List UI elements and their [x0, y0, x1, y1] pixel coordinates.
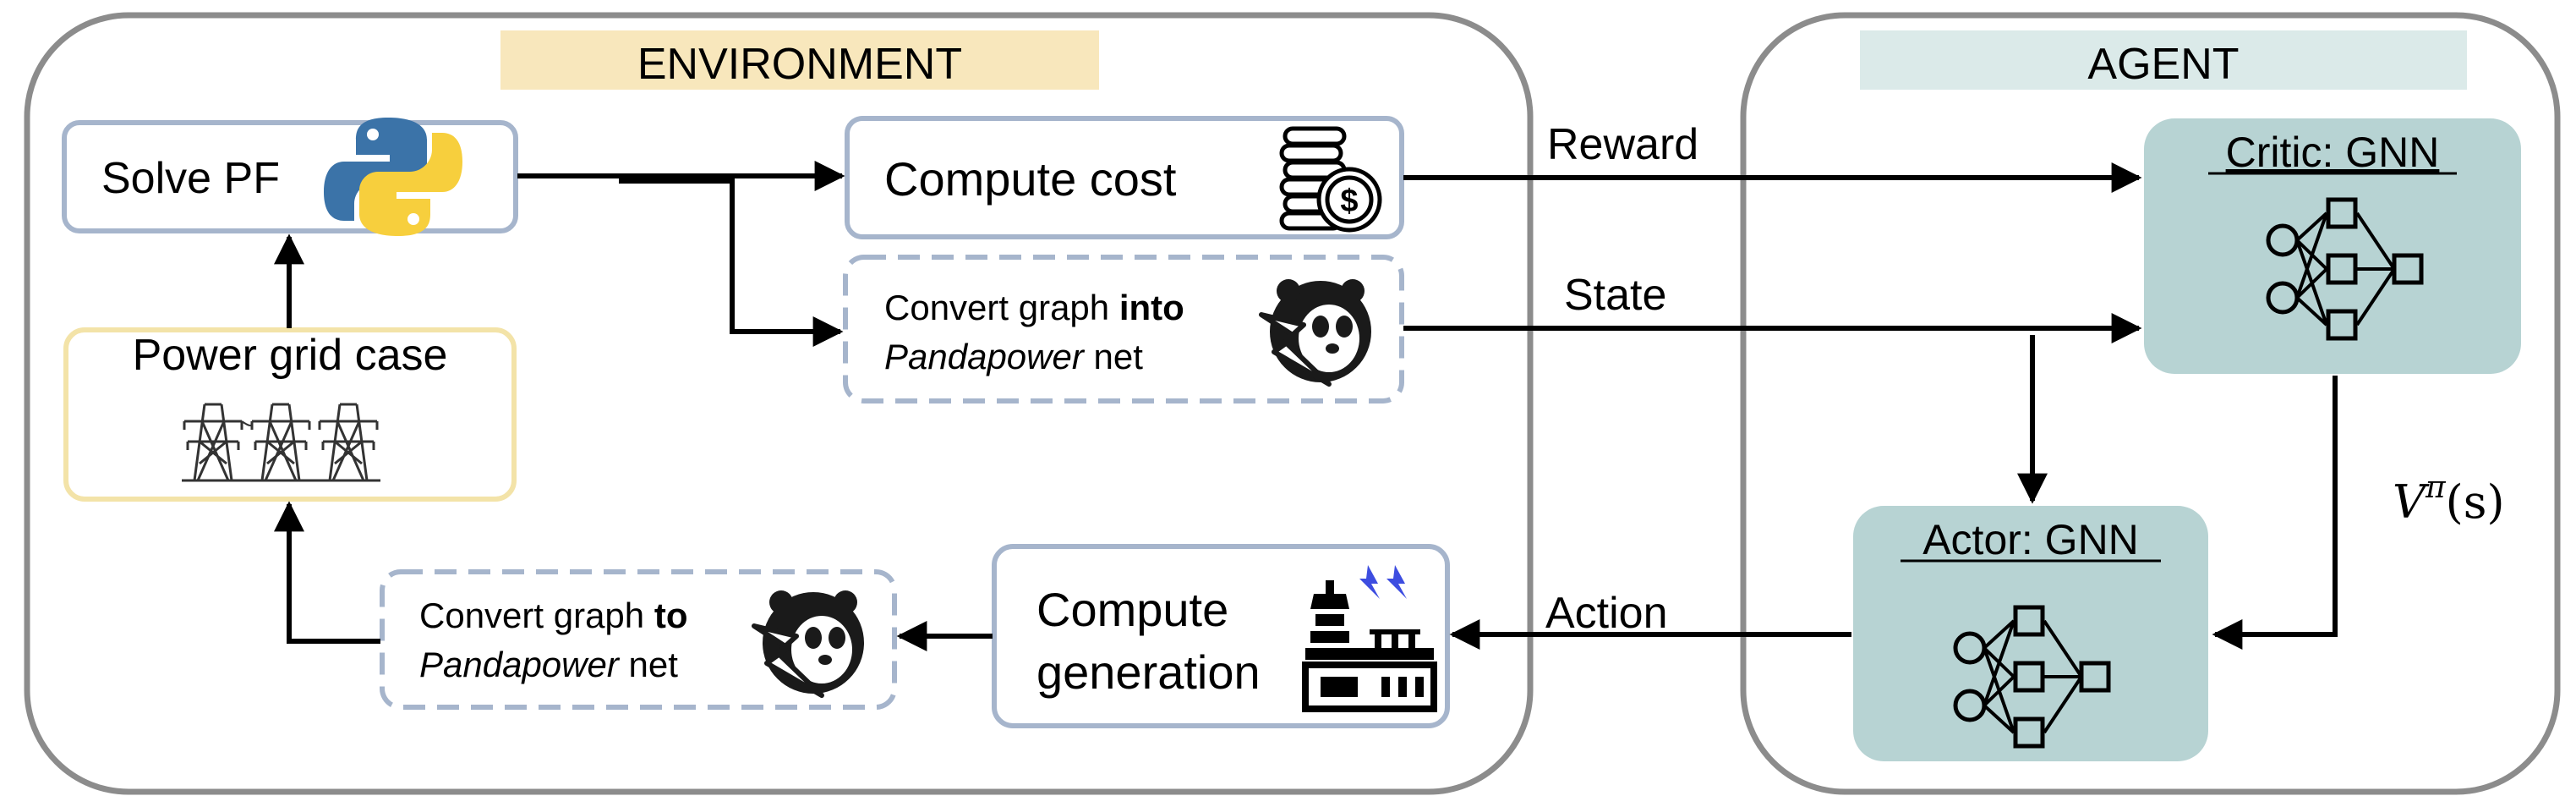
svg-text:$: $ — [1340, 184, 1358, 219]
value-function-label: Vπ(s) — [2393, 470, 2505, 529]
compute-generation-line2: generation — [1036, 645, 1261, 699]
power-plant-icon — [1302, 565, 1437, 712]
power-grid-case-label: Power grid case — [133, 331, 448, 380]
transmission-towers-icon — [182, 403, 380, 482]
convert-to-line1: Convert graph to — [419, 596, 687, 635]
convert-to-node: Convert graph to Pandapower net — [380, 569, 897, 710]
convert-to-line2: Pandapower net — [419, 645, 678, 684]
power-grid-case-node: Power grid case — [63, 327, 517, 502]
edge-convert-to-grid — [274, 501, 380, 644]
critic-gnn-label: Critic: GNN — [2226, 129, 2440, 176]
convert-into-node: Convert graph into Pandapower net — [843, 255, 1404, 404]
environment-title: ENVIRONMENT — [637, 40, 962, 89]
action-label: Action — [1545, 589, 1668, 638]
environment-panel — [24, 12, 1534, 795]
compute-generation-node: Compute generation — [992, 544, 1450, 728]
agent-panel — [1740, 12, 2561, 795]
solve-pf-label: Solve PF — [101, 154, 280, 203]
environment-title-bar — [500, 30, 1099, 90]
solve-pf-node: Solve PF — [62, 118, 518, 236]
critic-gnn-node: Critic: GNN — [2144, 118, 2521, 374]
agent-title: AGENT — [2087, 40, 2239, 89]
compute-generation-line1: Compute — [1036, 583, 1228, 636]
edge-value — [2212, 376, 2338, 650]
edge-solve-to-convert — [619, 178, 844, 347]
reward-label: Reward — [1547, 120, 1698, 169]
coins-dollar-icon: $ — [1279, 126, 1382, 233]
python-logo-icon — [324, 118, 462, 236]
state-label: State — [1564, 271, 1666, 320]
convert-into-line1: Convert graph into — [884, 288, 1184, 327]
compute-cost-node: Compute cost $ — [845, 116, 1404, 239]
convert-into-line2: Pandapower net — [884, 337, 1143, 376]
actor-gnn-label: Actor: GNN — [1922, 516, 2139, 563]
agent-title-bar — [1860, 30, 2467, 90]
actor-gnn-node: Actor: GNN — [1853, 506, 2208, 761]
compute-cost-label: Compute cost — [884, 152, 1177, 206]
